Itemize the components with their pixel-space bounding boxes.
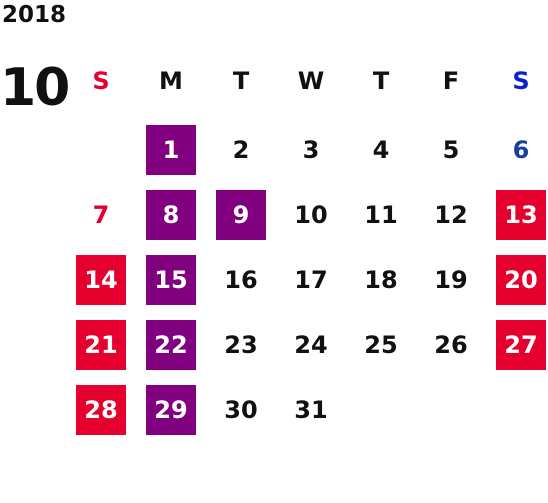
day-cell[interactable]: 24 [294,331,328,359]
day-cell[interactable]: 6 [512,136,530,164]
day-cell[interactable]: 8 [146,190,196,240]
day-cell[interactable]: 7 [92,201,110,229]
day-cell[interactable]: 21 [76,320,126,370]
weekday-mon: M [159,67,183,95]
day-cell[interactable]: 2 [232,136,250,164]
day-cell[interactable]: 30 [224,396,258,424]
day-cell[interactable]: 16 [224,266,258,294]
day-cell[interactable]: 26 [434,331,468,359]
day-cell[interactable]: 3 [302,136,320,164]
weekday-sat: S [512,67,530,95]
day-cell[interactable]: 22 [146,320,196,370]
day-cell[interactable]: 17 [294,266,328,294]
day-cell[interactable]: 12 [434,201,468,229]
day-cell[interactable]: 25 [364,331,398,359]
day-cell[interactable]: 5 [442,136,460,164]
day-cell[interactable]: 27 [496,320,546,370]
weekday-tue: T [232,67,250,95]
day-cell[interactable]: 29 [146,385,196,435]
weekday-thu: T [372,67,390,95]
day-cell[interactable]: 10 [294,201,328,229]
weekday-fri: F [442,67,460,95]
weekday-wed: W [297,67,325,95]
day-cell[interactable]: 28 [76,385,126,435]
day-cell[interactable]: 1 [146,125,196,175]
weekday-sun: S [92,67,110,95]
day-cell[interactable]: 31 [294,396,328,424]
day-cell[interactable]: 9 [216,190,266,240]
day-cell[interactable]: 19 [434,266,468,294]
day-cell[interactable]: 15 [146,255,196,305]
day-cell[interactable]: 14 [76,255,126,305]
month-number: 10 [0,58,70,118]
day-cell[interactable]: 18 [364,266,398,294]
day-cell[interactable]: 11 [364,201,398,229]
day-cell[interactable]: 4 [372,136,390,164]
day-cell[interactable]: 13 [496,190,546,240]
day-cell[interactable]: 20 [496,255,546,305]
day-cell[interactable]: 23 [224,331,258,359]
year-label: 2018 [2,2,67,28]
